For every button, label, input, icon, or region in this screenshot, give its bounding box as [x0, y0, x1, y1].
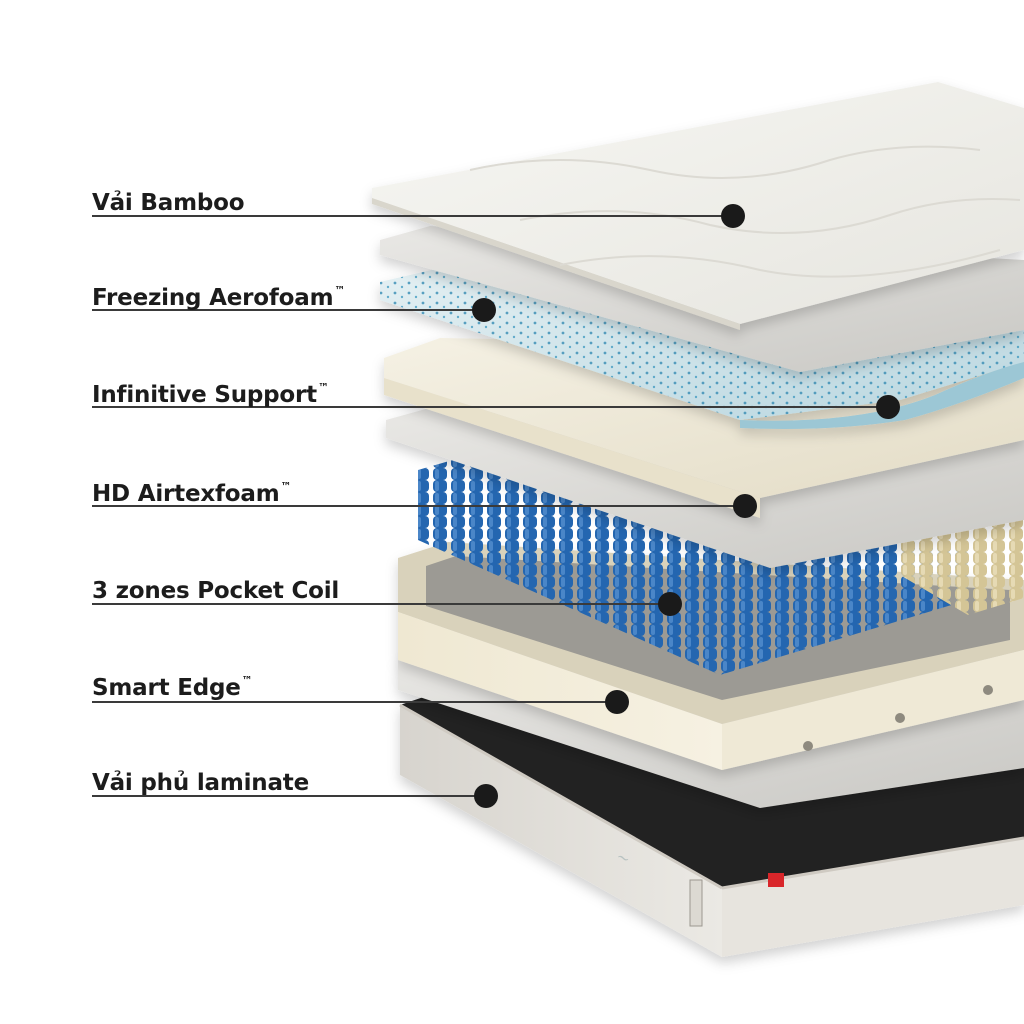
label-pocketcoil: 3 zones Pocket Coil	[92, 570, 340, 605]
label-aerofoam: Freezing Aerofoam™	[92, 277, 345, 312]
callout-dot-icon	[472, 298, 496, 322]
callout-dot-icon	[733, 494, 757, 518]
bamboo-cover-layer	[372, 82, 1024, 330]
label-infinitive: Infinitive Support™	[92, 374, 329, 409]
callout-dot-icon	[876, 395, 900, 419]
callout-dot-icon	[474, 784, 498, 808]
callout-dot-icon	[721, 204, 745, 228]
label-airtex-tm: ™	[280, 480, 292, 493]
base-side-right	[722, 838, 1024, 957]
callout-dot-icon	[605, 690, 629, 714]
callout-markers	[472, 204, 900, 808]
label-smartedge-text: Smart Edge	[92, 675, 241, 701]
label-airtex-text: HD Airtexfoam	[92, 481, 280, 507]
coil-zone-blue	[418, 455, 968, 675]
smart-edge-side-right	[722, 650, 1024, 770]
care-label-icon	[689, 879, 703, 927]
label-airtex: HD Airtexfoam™	[92, 473, 292, 508]
label-aerofoam-tm: ™	[334, 284, 346, 297]
leader-lines	[92, 215, 888, 797]
label-infinitive-text: Infinitive Support	[92, 382, 317, 408]
base-side-left	[400, 705, 722, 957]
label-bamboo: Vải Bamboo	[92, 182, 245, 217]
label-laminate-text: Vải phủ laminate	[92, 770, 309, 796]
label-laminate: Vải phủ laminate	[92, 762, 310, 797]
callout-dot-icon	[658, 592, 682, 616]
label-bamboo-text: Vải Bamboo	[92, 190, 245, 216]
label-smartedge: Smart Edge™	[92, 667, 253, 702]
label-aerofoam-text: Freezing Aerofoam	[92, 285, 334, 311]
brand-tag-icon	[768, 873, 784, 887]
smart-edge-side-left	[398, 565, 722, 770]
label-pocketcoil-text: 3 zones Pocket Coil	[92, 578, 340, 604]
label-smartedge-tm: ™	[241, 674, 253, 687]
label-infinitive-tm: ™	[317, 381, 329, 394]
